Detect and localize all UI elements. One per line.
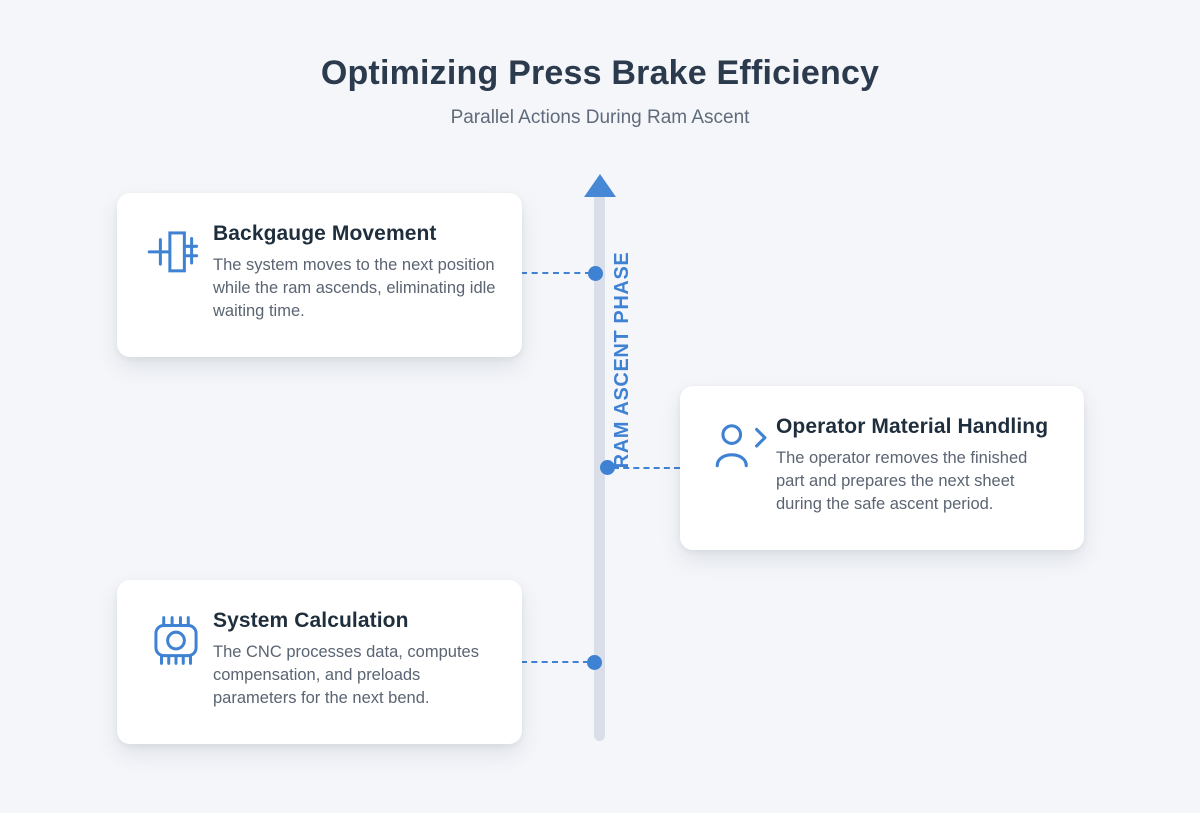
cpu-icon bbox=[147, 611, 205, 669]
card-backgauge-movement: Backgauge Movement The system moves to t… bbox=[117, 193, 522, 357]
backgauge-icon bbox=[147, 224, 205, 282]
card-title: Operator Material Handling bbox=[776, 415, 1049, 438]
card-system-calculation: System Calculation The CNC processes dat… bbox=[117, 580, 522, 744]
card-description: The system moves to the next position wh… bbox=[213, 256, 496, 320]
connector-line-operator bbox=[613, 467, 680, 469]
connector-dot-backgauge bbox=[588, 266, 603, 281]
connector-line-backgauge bbox=[521, 272, 591, 274]
page-subtitle: Parallel Actions During Ram Ascent bbox=[450, 107, 750, 128]
connector-line-system bbox=[521, 661, 589, 663]
connector-dot-operator bbox=[600, 460, 615, 475]
timeline-phase-label: RAM ASCENT PHASE bbox=[611, 251, 633, 469]
card-description: The CNC processes data, computes compens… bbox=[213, 643, 479, 707]
connector-dot-system bbox=[587, 655, 602, 670]
operator-icon bbox=[710, 417, 768, 475]
timeline-bar bbox=[594, 192, 605, 741]
card-title: Backgauge Movement bbox=[213, 222, 437, 245]
card-operator-material-handling: Operator Material Handling The operator … bbox=[680, 386, 1084, 550]
card-description: The operator removes the finished part a… bbox=[776, 449, 1028, 513]
arrow-up-icon bbox=[584, 174, 616, 197]
card-title: System Calculation bbox=[213, 609, 409, 632]
page-title: Optimizing Press Brake Efficiency bbox=[320, 54, 880, 92]
